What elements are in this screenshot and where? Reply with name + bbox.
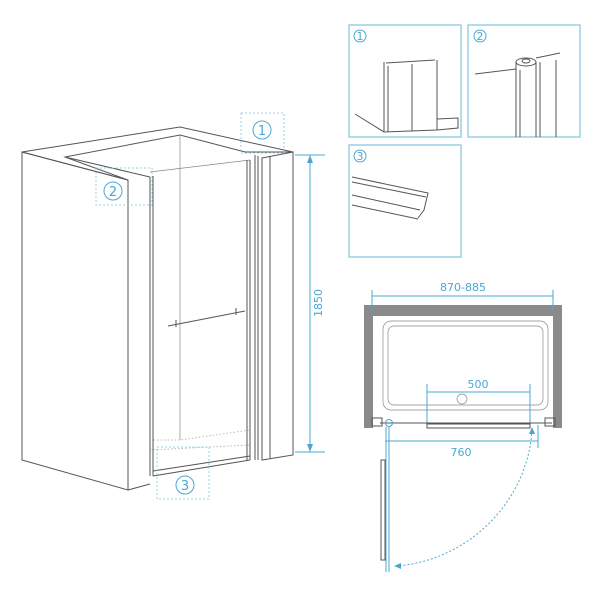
detail-1: 1: [348, 24, 462, 138]
callout-circle-3: [175, 475, 195, 495]
callout-box-3: [156, 446, 210, 500]
callout-circle-1: [252, 120, 272, 140]
height-dimension: 1850: [295, 154, 325, 453]
wall-outline: [364, 305, 562, 428]
plan-view: 870-885 500 760: [364, 281, 562, 572]
callout-box-1: [240, 112, 285, 154]
door-handle: [167, 308, 246, 327]
width-range-label: 870-885: [440, 281, 486, 294]
door-width-label: 760: [451, 446, 472, 459]
callout-1: 1: [258, 124, 266, 139]
left-wall-front: [21, 151, 129, 491]
callout-box-2: [95, 167, 153, 206]
detail-2-label: 2: [477, 30, 484, 43]
top-slab: [21, 126, 294, 181]
detail-3: 3: [348, 144, 462, 258]
detail-2: 2: [467, 24, 581, 138]
height-label: 1850: [312, 289, 325, 317]
detail-3-label: 3: [357, 150, 364, 163]
callout-2: 2: [109, 185, 117, 200]
perspective-view: 1 2 3 1850: [21, 112, 325, 500]
callout-circle-2: [103, 181, 123, 201]
detail-1-label: 1: [357, 30, 364, 43]
right-wall-panel: [261, 151, 294, 461]
callout-3: 3: [181, 479, 189, 494]
handle-width-label: 500: [468, 378, 489, 391]
